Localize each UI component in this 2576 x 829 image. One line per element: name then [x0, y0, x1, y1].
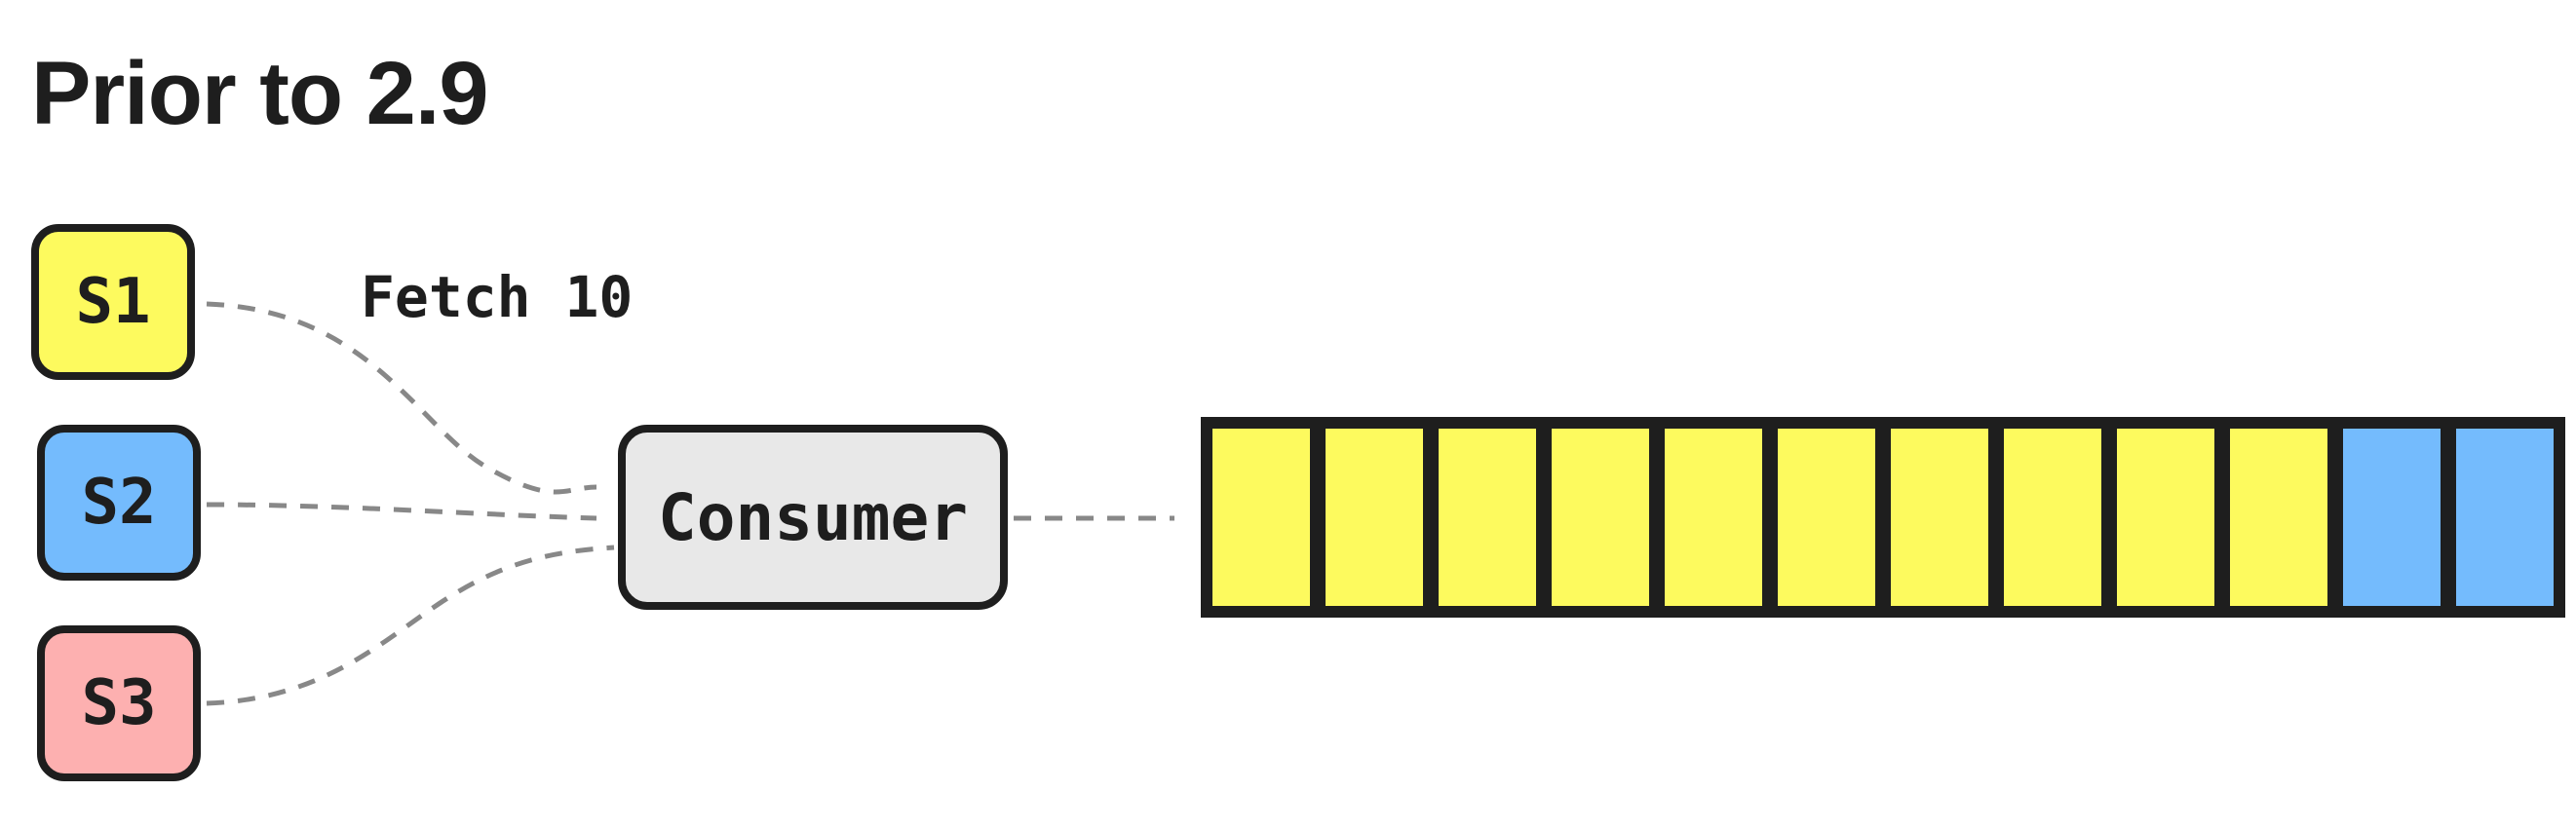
buffer-slot-s1	[1661, 425, 1766, 610]
connector-s2-consumer	[206, 502, 597, 521]
diagram-title: Prior to 2.9	[31, 44, 489, 143]
connector-s3-consumer	[206, 545, 615, 706]
buffer-slot-s1	[1887, 425, 1992, 610]
stream-s3: S3	[37, 625, 201, 781]
buffer-slot-s1	[1209, 425, 1314, 610]
buffer-slot-s1	[1774, 425, 1879, 610]
consumer-label: Consumer	[658, 479, 968, 555]
stream-s2: S2	[37, 425, 201, 581]
consumer-box: Consumer	[618, 425, 1008, 610]
stream-s2-label: S2	[81, 467, 157, 539]
fetch-label: Fetch 10	[361, 264, 634, 330]
stream-s1: S1	[31, 224, 195, 380]
message-buffer	[1201, 417, 2565, 618]
buffer-slot-s1	[1322, 425, 1427, 610]
connector-s1-consumer	[206, 301, 597, 495]
buffer-slot-s1	[1435, 425, 1540, 610]
stream-s1-label: S1	[75, 266, 151, 338]
buffer-slot-s1	[2000, 425, 2105, 610]
buffer-slot-s2	[2452, 425, 2557, 610]
buffer-slot-s1	[1548, 425, 1653, 610]
buffer-slot-s1	[2113, 425, 2218, 610]
stream-s3-label: S3	[81, 667, 157, 739]
buffer-slot-s2	[2339, 425, 2444, 610]
buffer-slot-s1	[2226, 425, 2331, 610]
